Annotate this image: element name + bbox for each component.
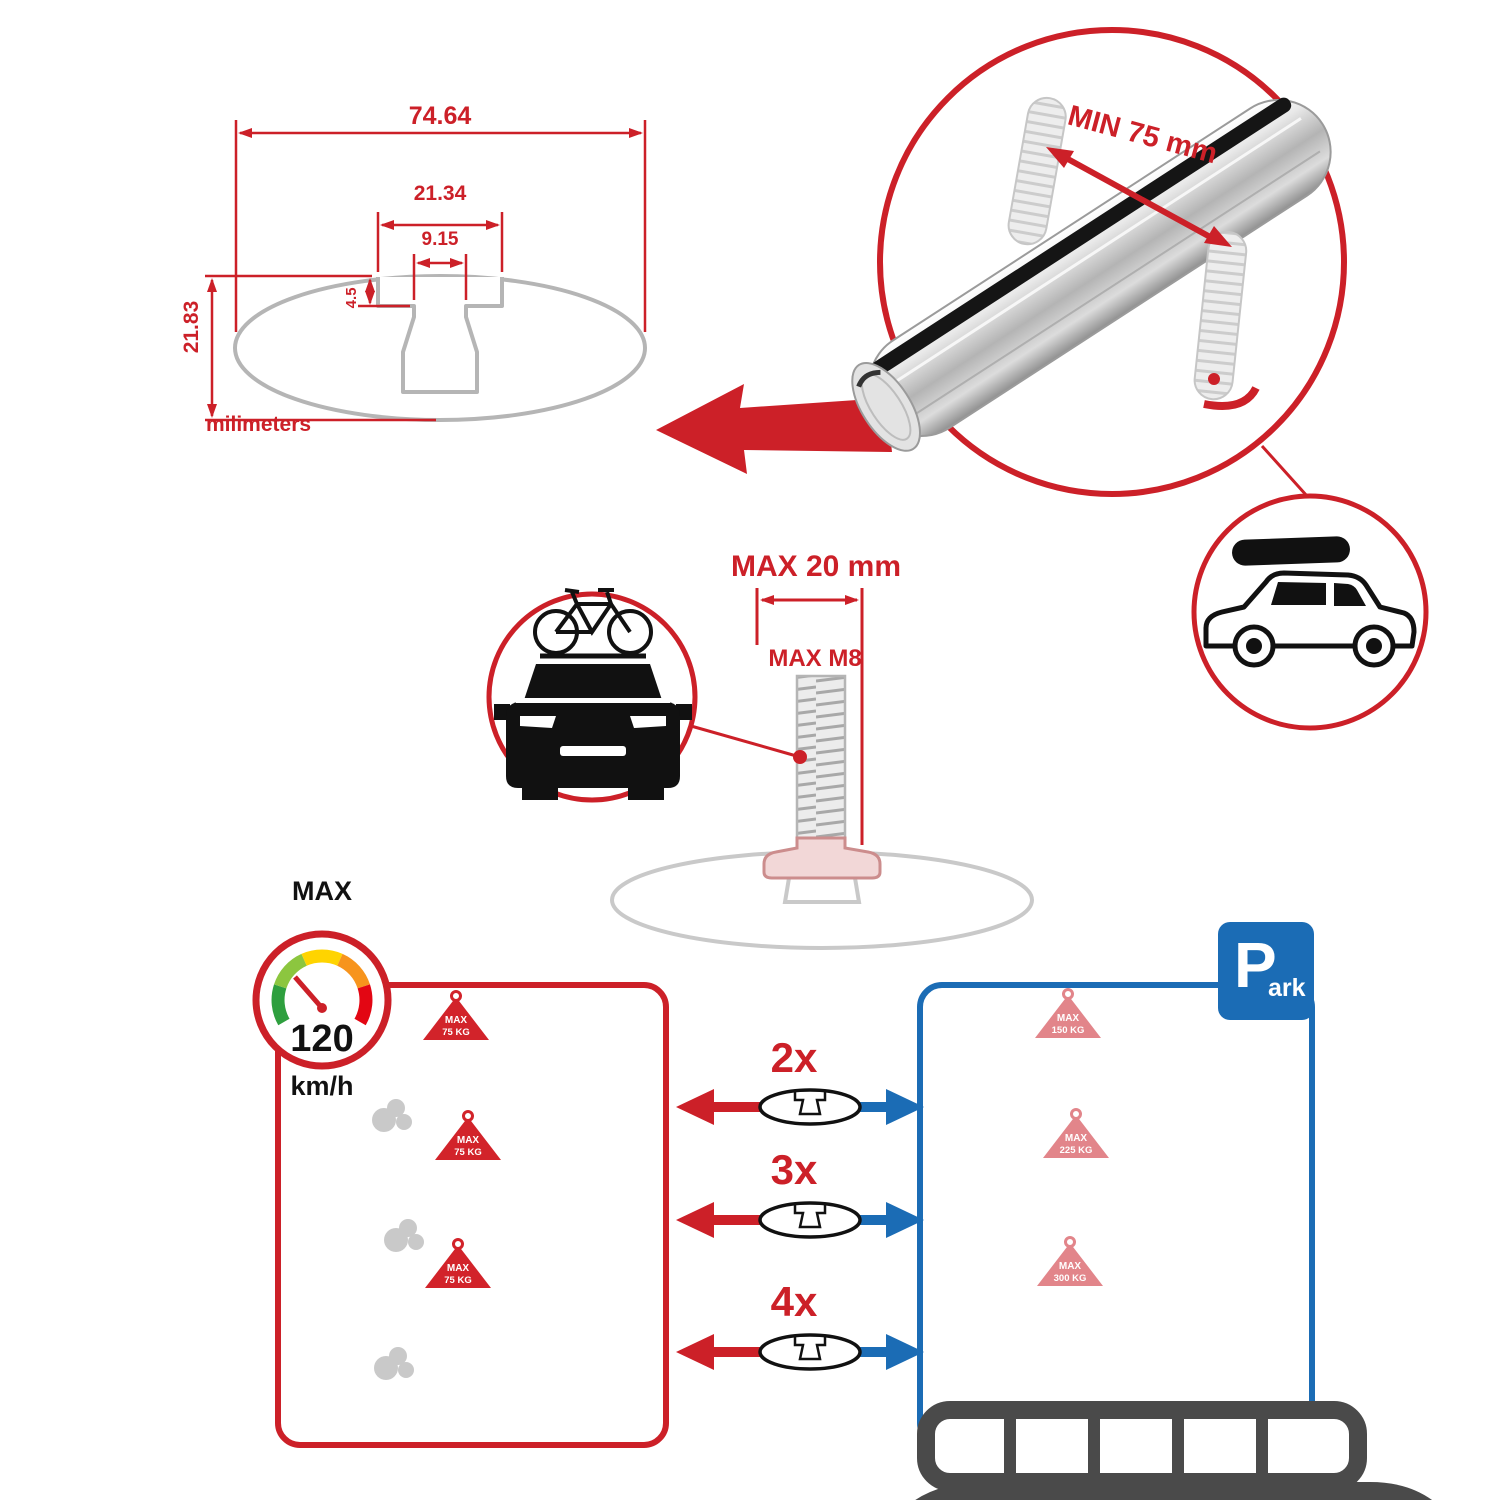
t-slot-profile [376,277,504,394]
dim-slot-width-outer: 21.34 [413,182,467,205]
load-sign-parked-2: MAX 225 KG [1043,1108,1109,1158]
bars-count-3x: 3x [770,1146,818,1193]
bar-profile-icon [758,1088,862,1126]
quantity-row-2 [676,1201,924,1239]
gauge-value: 120 [290,1018,354,1060]
bolt-marker-dot [793,750,807,764]
bar-profile-icon [758,1333,862,1371]
dim-height: 21.83 [179,300,203,354]
smoke-puffs [372,1099,424,1380]
load-sign-driving-3: MAX 75 KG [425,1238,491,1288]
clamp-hook [1203,385,1260,410]
quantity-row-3 [676,1333,924,1371]
load-sign-driving-1: MAX 75 KG [423,990,489,1040]
dim-width-outer: 74.64 [408,102,472,130]
bicycle-icon [533,588,653,655]
max-thread-label: MAX M8 [768,645,862,672]
park-suffix: ark [1268,974,1306,1002]
aluminum-crossbar [851,97,1332,452]
bars-count-4x: 4x [770,1278,818,1325]
load-sign-parked-1: MAX 150 KG [1035,988,1101,1038]
clamp-marker-dot [1208,373,1220,385]
load-sign-driving-2: MAX 75 KG [435,1110,501,1160]
crossbar-detail-circle [851,27,1347,497]
bolt-head [762,836,882,880]
cross-section-diagram [205,120,647,422]
bolt-dimension-lines [755,588,864,845]
dim-lip-depth: 4.5 [343,287,361,309]
quantity-row-1 [676,1088,924,1126]
bike-car-circle [486,588,698,803]
clamp-strap-right [1193,230,1248,401]
speed-gauge [252,930,392,1070]
gauge-units: km/h [290,1071,354,1101]
pointer-arrow [656,384,892,474]
clamp-strap-left [1007,96,1067,246]
max-width-label: MAX 20 mm [730,550,902,583]
dimension-lines [205,120,647,422]
driving-cars [372,1099,1500,1500]
suv-roofbox-circle [1191,493,1429,731]
units-label: milimeters [206,413,312,436]
car-front-icon [494,653,692,800]
dim-slot-width-inner: 9.15 [421,229,459,250]
park-letter: P [1234,929,1277,1001]
park-sign-text: P ark [1218,922,1314,1020]
driving-panel [275,982,669,1448]
load-sign-parked-3: MAX 300 KG [1037,1236,1103,1286]
gauge-arcs [271,949,373,1026]
park-sign [1218,922,1314,1020]
min-span-arrow [1046,147,1232,247]
bolt-diagram [610,588,1034,950]
bar-profile-icon [758,1201,862,1239]
gauge-max-label: MAX [292,876,352,906]
parked-panel [917,982,1315,1448]
bars-count-2x: 2x [770,1034,818,1081]
suv-roofbox-icon [1203,536,1417,668]
